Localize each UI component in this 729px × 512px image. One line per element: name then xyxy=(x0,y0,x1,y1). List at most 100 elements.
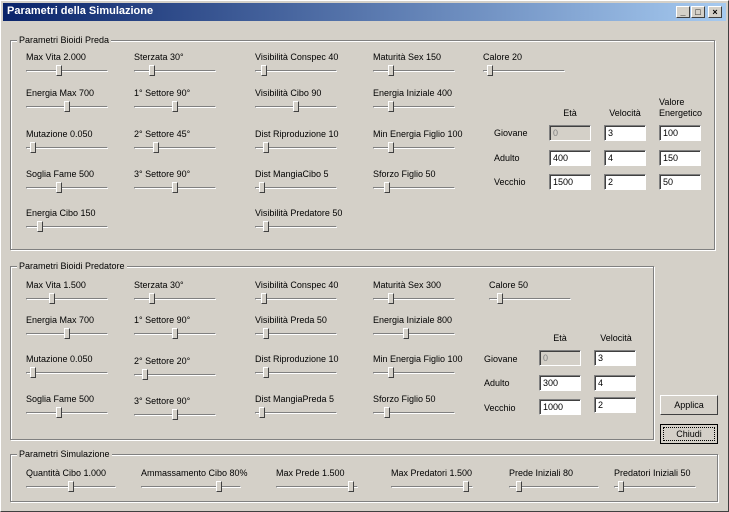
predatore-adulto-velocita-input[interactable]: 4 xyxy=(594,375,636,391)
simulazione-slider[interactable] xyxy=(509,481,599,495)
preda-giovane-velocita-input[interactable]: 3 xyxy=(604,125,646,141)
slider-thumb[interactable] xyxy=(497,293,503,304)
slider-thumb[interactable] xyxy=(263,367,269,378)
minimize-button[interactable]: _ xyxy=(676,6,690,18)
slider-thumb[interactable] xyxy=(388,367,394,378)
slider-thumb[interactable] xyxy=(56,65,62,76)
predatore-slider[interactable] xyxy=(255,367,337,381)
slider-thumb[interactable] xyxy=(172,409,178,420)
slider-thumb[interactable] xyxy=(149,65,155,76)
slider-thumb[interactable] xyxy=(142,369,148,380)
predatore-slider[interactable] xyxy=(26,367,108,381)
slider-thumb[interactable] xyxy=(516,481,522,492)
predatore-vecchio-eta-input[interactable]: 1000 xyxy=(539,399,581,415)
simulazione-slider[interactable] xyxy=(614,481,696,495)
slider-thumb[interactable] xyxy=(348,481,354,492)
preda-slider[interactable] xyxy=(255,101,337,115)
preda-giovane-energia-input[interactable]: 100 xyxy=(659,125,701,141)
slider-thumb[interactable] xyxy=(293,101,299,112)
predatore-slider[interactable] xyxy=(373,293,455,307)
close-button[interactable]: × xyxy=(708,6,722,18)
preda-slider[interactable] xyxy=(483,65,565,79)
slider-thumb[interactable] xyxy=(30,142,36,153)
simulazione-slider[interactable] xyxy=(141,481,241,495)
preda-slider[interactable] xyxy=(134,142,216,156)
predatore-slider[interactable] xyxy=(134,328,216,342)
slider-thumb[interactable] xyxy=(618,481,624,492)
preda-giovane-eta-input[interactable]: 0 xyxy=(549,125,591,141)
maximize-button[interactable]: □ xyxy=(691,6,705,18)
slider-thumb[interactable] xyxy=(68,481,74,492)
slider-thumb[interactable] xyxy=(487,65,493,76)
predatore-slider[interactable] xyxy=(373,367,455,381)
preda-slider[interactable] xyxy=(255,65,337,79)
slider-thumb[interactable] xyxy=(37,221,43,232)
slider-thumb[interactable] xyxy=(263,142,269,153)
preda-adulto-energia-input[interactable]: 150 xyxy=(659,150,701,166)
title-bar[interactable]: Parametri della Simulazione _ □ × xyxy=(3,3,726,21)
predatore-giovane-eta-input[interactable]: 0 xyxy=(539,350,581,366)
preda-slider[interactable] xyxy=(26,142,108,156)
slider-thumb[interactable] xyxy=(172,328,178,339)
predatore-slider[interactable] xyxy=(134,369,216,383)
preda-slider[interactable] xyxy=(373,182,455,196)
predatore-slider[interactable] xyxy=(134,293,216,307)
preda-slider[interactable] xyxy=(134,101,216,115)
slider-thumb[interactable] xyxy=(263,221,269,232)
slider-thumb[interactable] xyxy=(172,182,178,193)
preda-slider[interactable] xyxy=(26,182,108,196)
preda-slider[interactable] xyxy=(134,65,216,79)
predatore-slider[interactable] xyxy=(255,293,337,307)
predatore-slider[interactable] xyxy=(255,328,337,342)
slider-thumb[interactable] xyxy=(259,407,265,418)
preda-slider[interactable] xyxy=(134,182,216,196)
slider-thumb[interactable] xyxy=(403,328,409,339)
slider-thumb[interactable] xyxy=(30,367,36,378)
slider-thumb[interactable] xyxy=(388,293,394,304)
preda-slider[interactable] xyxy=(26,65,108,79)
slider-thumb[interactable] xyxy=(388,101,394,112)
slider-thumb[interactable] xyxy=(388,142,394,153)
preda-slider[interactable] xyxy=(373,101,455,115)
slider-thumb[interactable] xyxy=(463,481,469,492)
simulazione-slider[interactable] xyxy=(391,481,473,495)
predatore-giovane-velocita-input[interactable]: 3 xyxy=(594,350,636,366)
predatore-slider[interactable] xyxy=(373,328,455,342)
predatore-slider[interactable] xyxy=(26,407,108,421)
slider-thumb[interactable] xyxy=(216,481,222,492)
slider-thumb[interactable] xyxy=(149,293,155,304)
preda-slider[interactable] xyxy=(255,221,337,235)
predatore-adulto-eta-input[interactable]: 300 xyxy=(539,375,581,391)
slider-thumb[interactable] xyxy=(64,101,70,112)
slider-thumb[interactable] xyxy=(153,142,159,153)
slider-thumb[interactable] xyxy=(261,293,267,304)
preda-slider[interactable] xyxy=(255,182,337,196)
predatore-slider[interactable] xyxy=(26,293,108,307)
predatore-vecchio-velocita-input[interactable]: 2 xyxy=(594,397,636,413)
slider-thumb[interactable] xyxy=(261,65,267,76)
preda-slider[interactable] xyxy=(373,142,455,156)
slider-thumb[interactable] xyxy=(388,65,394,76)
simulazione-slider[interactable] xyxy=(276,481,358,495)
slider-thumb[interactable] xyxy=(64,328,70,339)
preda-vecchio-velocita-input[interactable]: 2 xyxy=(604,174,646,190)
preda-adulto-velocita-input[interactable]: 4 xyxy=(604,150,646,166)
slider-thumb[interactable] xyxy=(384,407,390,418)
predatore-slider[interactable] xyxy=(26,328,108,342)
predatore-slider[interactable] xyxy=(373,407,455,421)
preda-vecchio-energia-input[interactable]: 50 xyxy=(659,174,701,190)
apply-button[interactable]: Applica xyxy=(660,395,718,415)
slider-thumb[interactable] xyxy=(172,101,178,112)
preda-slider[interactable] xyxy=(26,221,108,235)
preda-slider[interactable] xyxy=(26,101,108,115)
preda-adulto-eta-input[interactable]: 400 xyxy=(549,150,591,166)
slider-thumb[interactable] xyxy=(49,293,55,304)
slider-thumb[interactable] xyxy=(56,407,62,418)
slider-thumb[interactable] xyxy=(56,182,62,193)
simulazione-slider[interactable] xyxy=(26,481,116,495)
preda-slider[interactable] xyxy=(373,65,455,79)
slider-thumb[interactable] xyxy=(384,182,390,193)
close-dialog-button[interactable]: Chiudi xyxy=(660,424,718,444)
predatore-slider[interactable] xyxy=(255,407,337,421)
preda-vecchio-eta-input[interactable]: 1500 xyxy=(549,174,591,190)
